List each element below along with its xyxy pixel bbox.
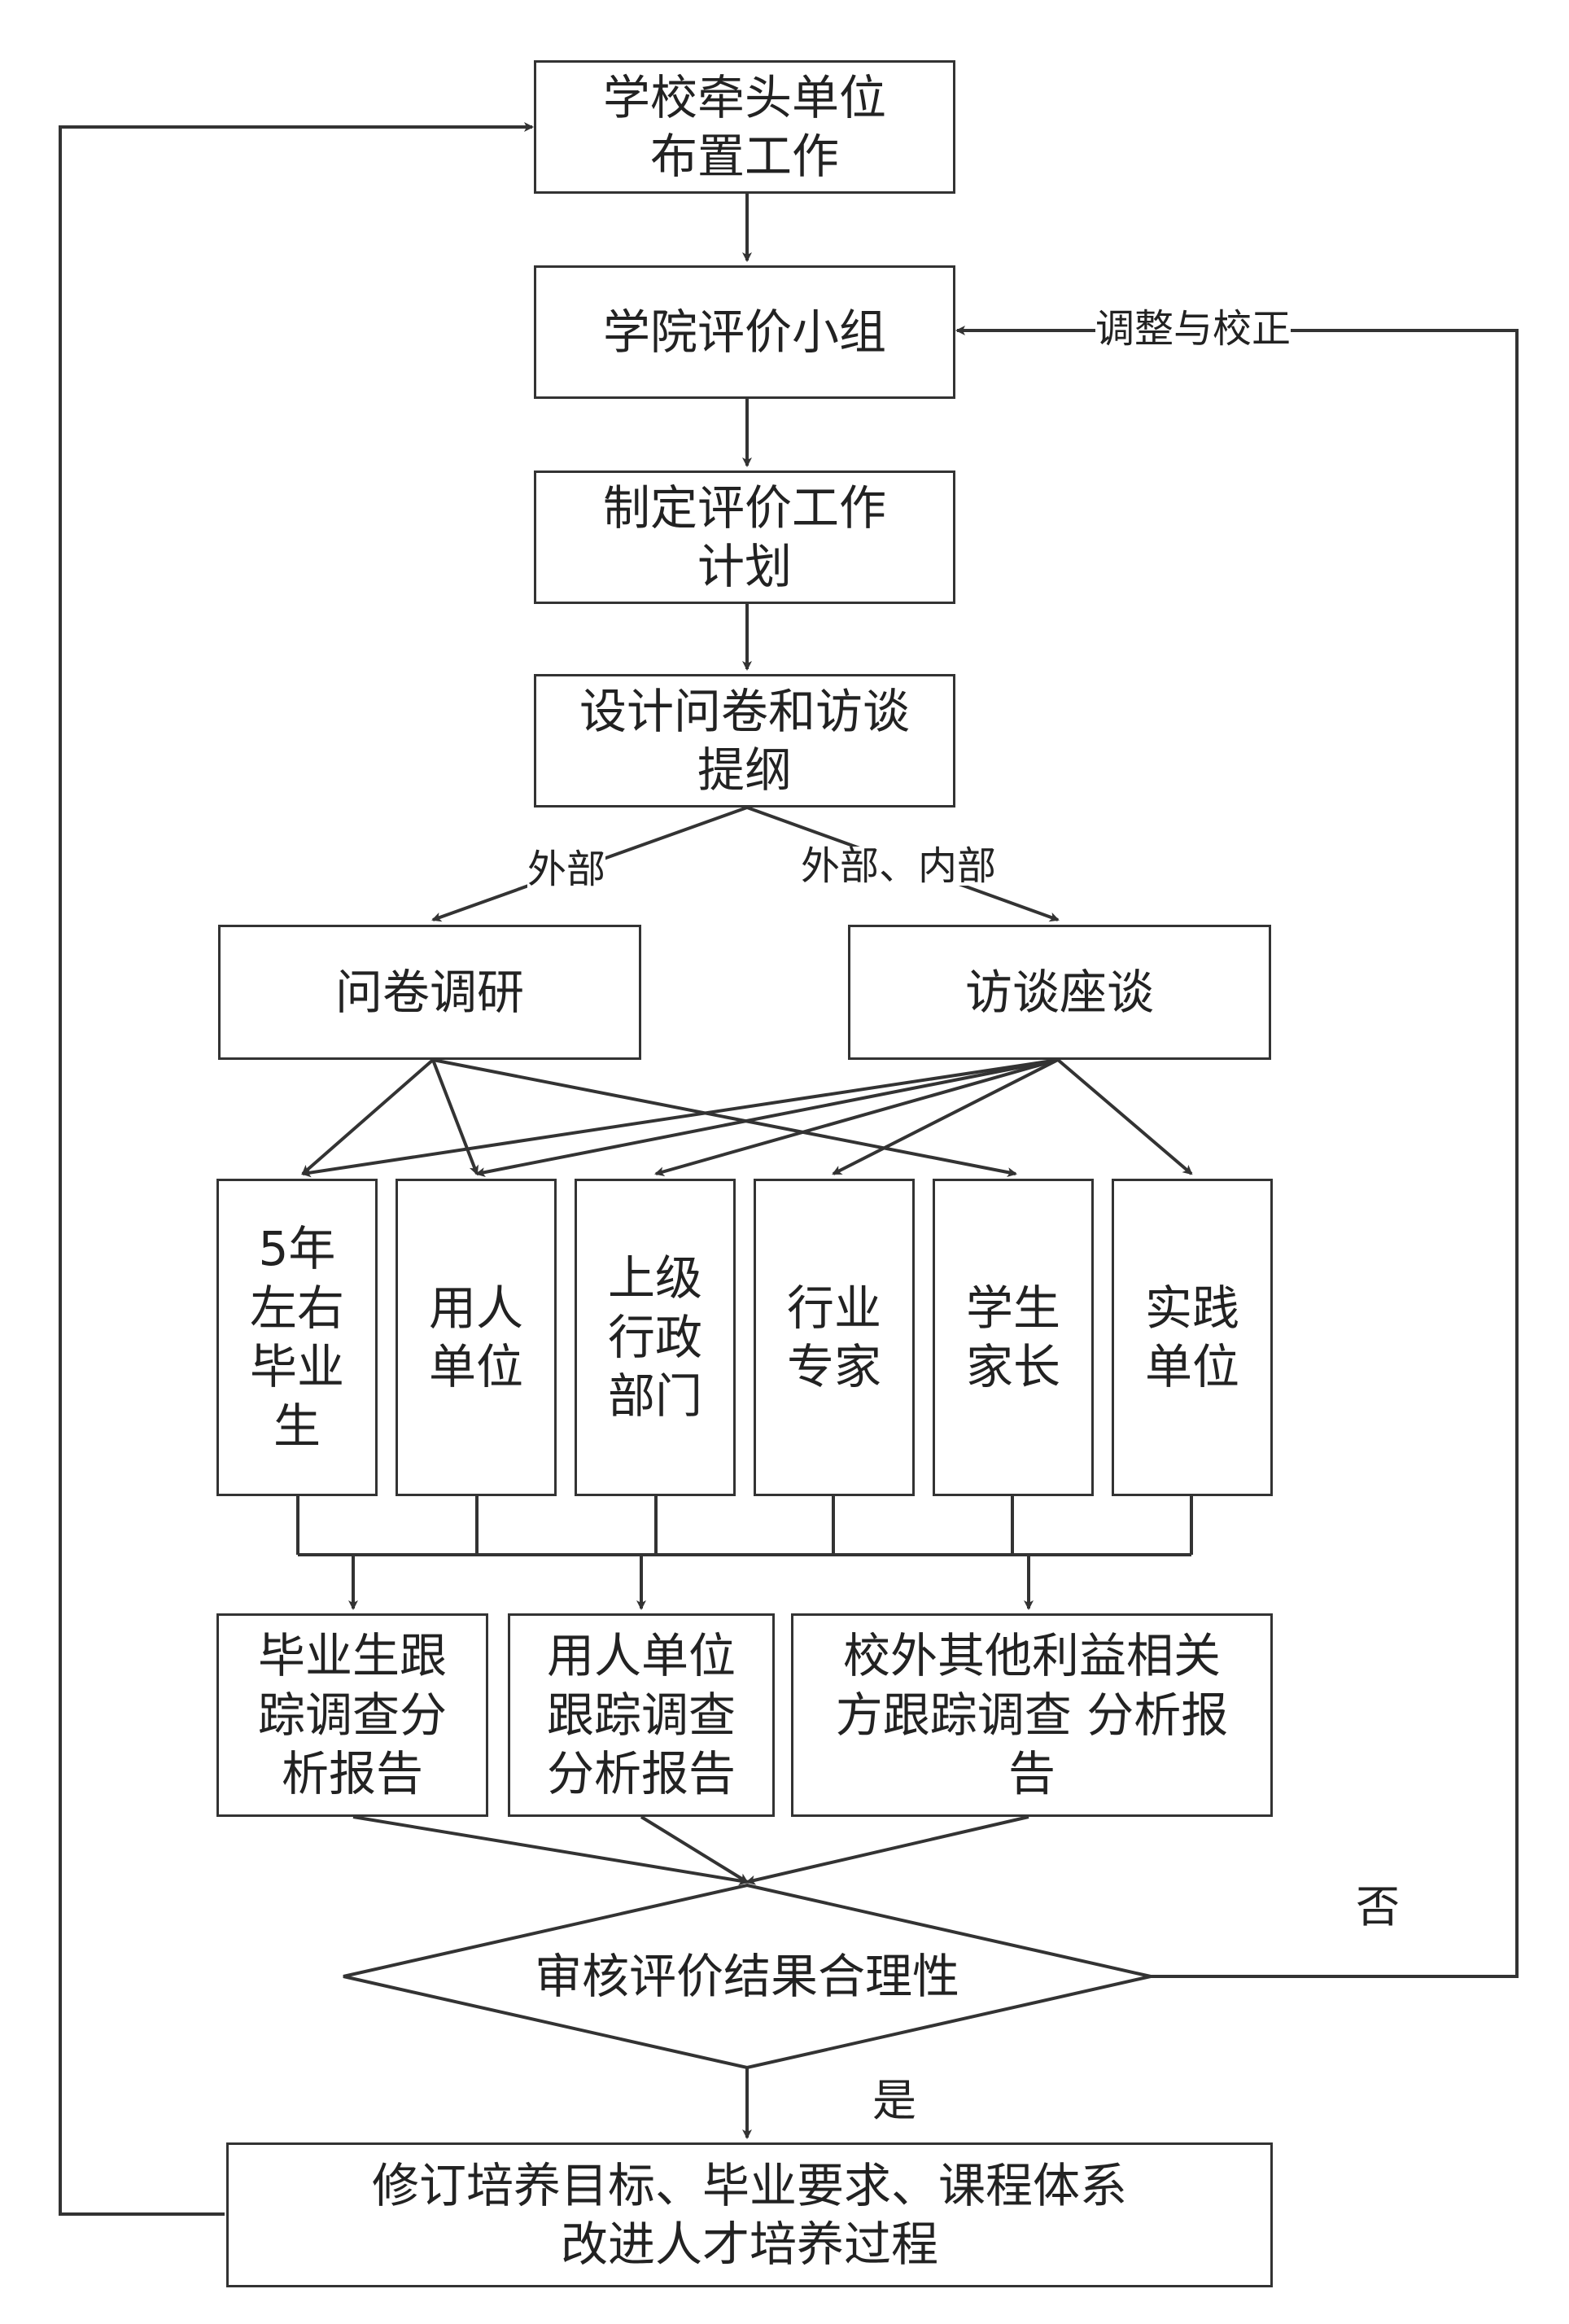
college-group-label: 学院评价小组 (602, 304, 886, 360)
design-box: 设计问卷和访谈提纲 (534, 674, 955, 807)
design-line-1: 设计问卷和访谈 (579, 683, 910, 739)
edge-label-adjust: 调整与校正 (1095, 306, 1291, 352)
report-other-line-3: 告 (1007, 1746, 1055, 1802)
report-grad-line-3: 析报告 (281, 1746, 423, 1802)
experts-line-2: 专家 (786, 1339, 881, 1394)
college-group-box: 学院评价小组 (534, 265, 955, 399)
admin-line-3: 部门 (607, 1368, 702, 1425)
report-other-line-2: 方跟踪调查 分析报 (835, 1687, 1229, 1743)
graduates-line-4: 生 (273, 1398, 321, 1454)
revise-line-1: 修订培养目标、毕业要求、课程体系 (371, 2157, 1127, 2213)
experts-line-1: 行业 (786, 1280, 881, 1336)
admin-box: 上级 行政 部门 (575, 1179, 736, 1496)
edge-report-other-to-review (745, 1815, 1029, 1885)
survey-box: 问卷调研 (218, 925, 641, 1060)
employers-line-1: 用人 (428, 1280, 523, 1336)
edge-label-external: 外部 (527, 847, 606, 892)
parents-line-1: 学生 (965, 1280, 1060, 1336)
edge-label-external-internal: 外部、内部 (801, 843, 997, 889)
graduates-line-1: 5年 (258, 1221, 336, 1276)
report-grad-box: 毕业生跟 踪调查分 析报告 (216, 1613, 488, 1817)
report-other-box: 校外其他利益相关 方跟踪调查 分析报 告 (791, 1613, 1273, 1817)
edge-interview-to-experts (832, 1058, 1059, 1175)
admin-line-1: 上级 (607, 1250, 702, 1306)
interview-label: 访谈座谈 (964, 964, 1154, 1020)
edge-interview-to-employers (475, 1058, 1059, 1177)
practice-line-2: 单位 (1144, 1339, 1239, 1394)
plan-box: 制定评价工作计划 (534, 470, 955, 604)
lead-unit-line-1: 学校牵头单位 (602, 69, 886, 125)
edge-survey-to-parents (432, 1058, 1017, 1177)
revise-box: 修订培养目标、毕业要求、课程体系 改进人才培养过程 (226, 2142, 1273, 2287)
practice-box: 实践 单位 (1112, 1179, 1273, 1496)
edge-report-grad-to-review (352, 1815, 749, 1886)
review-diamond-shape (343, 1883, 1152, 2070)
plan-line-2: 计划 (697, 539, 792, 594)
lead-unit-line-2: 布置工作 (649, 129, 839, 184)
experts-box: 行业 专家 (754, 1179, 915, 1496)
edge-interview-to-admin (654, 1058, 1059, 1177)
parents-line-2: 家长 (965, 1339, 1060, 1394)
graduates-line-2: 左右 (249, 1280, 344, 1336)
interview-box: 访谈座谈 (848, 925, 1271, 1060)
employers-box: 用人 单位 (396, 1179, 557, 1496)
review-label: 审核评价结果合理性 (534, 1949, 960, 2004)
report-employer-line-1: 用人单位 (546, 1628, 736, 1684)
revise-line-2: 改进人才培养过程 (560, 2217, 938, 2272)
edge-interview-to-graduates (301, 1058, 1059, 1178)
employers-line-2: 单位 (428, 1339, 523, 1394)
report-employer-line-3: 分析报告 (546, 1746, 736, 1802)
plan-line-1: 制定评价工作 (602, 479, 886, 536)
practice-line-1: 实践 (1144, 1280, 1239, 1336)
edge-survey-to-graduates (301, 1058, 435, 1175)
edge-label-yes: 是 (872, 2075, 916, 2126)
report-other-line-1: 校外其他利益相关 (842, 1628, 1221, 1684)
report-employer-line-2: 跟踪调查 (546, 1687, 736, 1743)
design-line-2: 提纲 (697, 742, 792, 798)
lead-unit-box: 学校牵头单位布置工作 (534, 60, 955, 194)
parents-box: 学生 家长 (933, 1179, 1094, 1496)
admin-line-2: 行政 (607, 1309, 702, 1365)
report-grad-line-2: 踪调查分 (257, 1687, 447, 1743)
edge-label-no: 否 (1356, 1881, 1400, 1932)
edge-report-employer-to-review (640, 1815, 749, 1884)
edge-survey-to-employers (431, 1059, 479, 1175)
graduates-box: 5年 左右 毕业 生 (216, 1179, 378, 1496)
report-employer-box: 用人单位 跟踪调查 分析报告 (508, 1613, 775, 1817)
graduates-line-3: 毕业 (249, 1339, 344, 1394)
survey-label: 问卷调研 (334, 964, 524, 1020)
report-grad-line-1: 毕业生跟 (257, 1628, 447, 1684)
edge-interview-to-practice (1056, 1058, 1193, 1175)
edge-revise-loop (59, 122, 534, 2216)
